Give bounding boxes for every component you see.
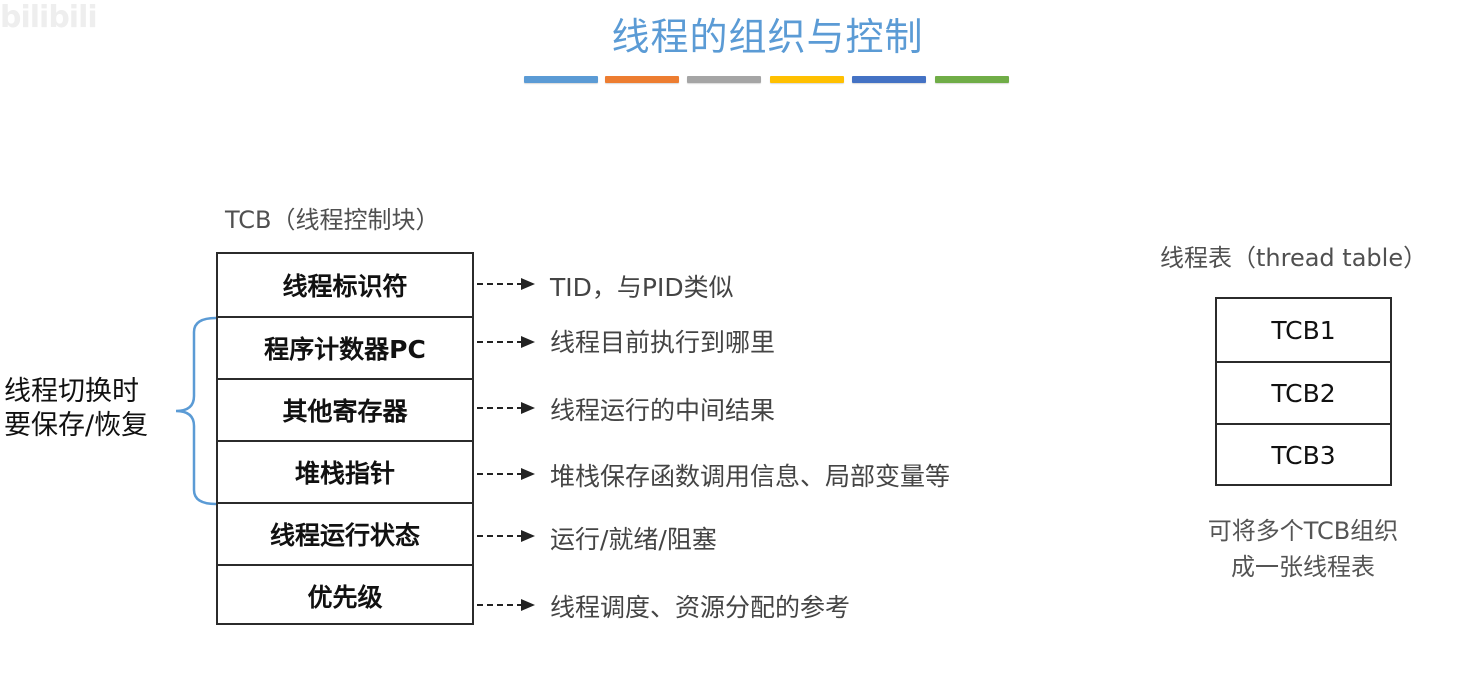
tcb-caption: TCB（线程控制块） [225, 206, 440, 234]
color-bar [605, 76, 679, 83]
page-title: 线程的组织与控制 [611, 15, 924, 59]
color-bar [687, 76, 761, 83]
arrow-head-icon [521, 278, 535, 290]
thread-table-note-line1: 可将多个TCB组织 [1207, 517, 1399, 545]
desc-priority: 线程调度、资源分配的参考 [550, 593, 851, 622]
thread-table-caption: 线程表（thread table） [1160, 244, 1428, 272]
arrow-head-icon [521, 468, 535, 480]
dashed-arrow-line [477, 407, 523, 409]
dashed-arrow-line [477, 283, 523, 285]
tcb-table: 线程标识符 程序计数器PC 其他寄存器 堆栈指针 线程运行状态 优先级 [216, 252, 474, 625]
tcb-field-other-registers: 其他寄存器 [218, 378, 472, 440]
desc-other-registers: 线程运行的中间结果 [550, 396, 776, 425]
thread-table-row: TCB1 [1271, 315, 1336, 345]
thread-table-row: TCB2 [1217, 361, 1390, 423]
dashed-arrow-line [477, 341, 523, 343]
tcb-field-priority: 优先级 [218, 564, 472, 626]
thread-table-note: 可将多个TCB组织 成一张线程表 [1175, 513, 1431, 585]
curly-brace-icon [175, 316, 217, 506]
tcb-field-stack-pointer: 堆栈指针 [218, 440, 472, 502]
tcb-field-thread-state: 线程运行状态 [218, 502, 472, 564]
color-bar [852, 76, 926, 83]
switch-note-line1: 线程切换时 [4, 376, 139, 407]
dashed-arrow-line [477, 535, 523, 537]
switch-note-line2: 要保存/恢复 [4, 410, 149, 441]
arrow-head-icon [521, 402, 535, 414]
arrow-head-icon [521, 530, 535, 542]
arrow-head-icon [521, 599, 535, 611]
desc-thread-state: 运行/就绪/阻塞 [550, 525, 717, 554]
desc-thread-id: TID，与PID类似 [550, 273, 734, 302]
bilibili-watermark: bilibili [0, 0, 98, 35]
desc-program-counter: 线程目前执行到哪里 [550, 328, 776, 357]
dashed-arrow-line [477, 473, 523, 475]
thread-table: TCB1 TCB2 TCB3 [1215, 297, 1392, 486]
desc-stack-pointer: 堆栈保存函数调用信息、局部变量等 [550, 462, 951, 491]
color-bar [524, 76, 598, 83]
thread-table-note-line2: 成一张线程表 [1231, 553, 1375, 581]
tcb-field-program-counter: 程序计数器PC [218, 316, 472, 378]
switch-save-restore-note: 线程切换时 要保存/恢复 [4, 375, 148, 443]
dashed-arrow-line [477, 604, 523, 606]
tcb-field-thread-id: 线程标识符 [282, 272, 408, 301]
color-bar [770, 76, 844, 83]
color-bar [935, 76, 1009, 83]
thread-table-row: TCB3 [1217, 423, 1390, 485]
arrow-head-icon [521, 336, 535, 348]
